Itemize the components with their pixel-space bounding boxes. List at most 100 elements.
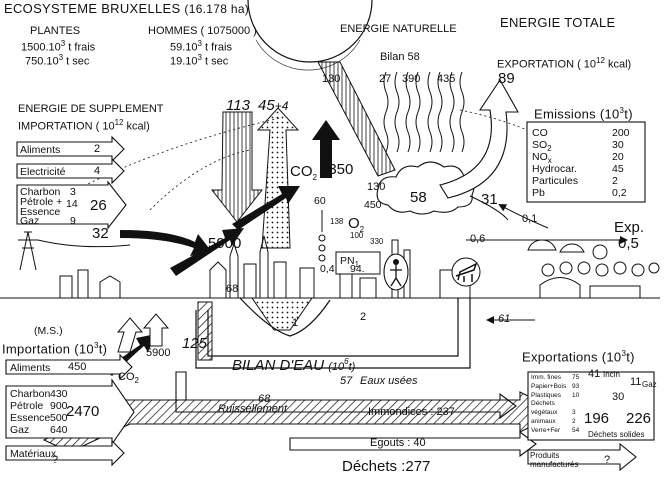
emission-row-value: 45 — [612, 163, 624, 175]
solar-beam — [317, 61, 396, 177]
mat-fuel-label: Charbon — [10, 388, 51, 400]
dechets-solides-label: Déchets solides — [588, 430, 645, 439]
pn-sub: 1 — [354, 260, 360, 270]
plantes-sec: 750.103 t sec — [25, 54, 89, 68]
emission-sub: 2 — [547, 144, 552, 154]
co2-label: CO2 — [290, 164, 317, 182]
export-row-label: Papier+Bois — [531, 382, 567, 390]
value-390: 390 — [402, 73, 421, 85]
plantes-frais-unit: t frais — [68, 41, 96, 54]
importation-kcal-title: IMPORTATION ( 1012 kcal) — [18, 119, 150, 133]
importation-t-title: Importation (103t) — [2, 342, 107, 356]
emission-row-label: SO2 — [532, 140, 552, 153]
o2-sub: 2 — [359, 225, 365, 234]
mat-fuel-label: Essence — [10, 412, 51, 424]
exportations-title-text: Exportations (10 — [522, 349, 622, 365]
export-row-label: végétaux — [531, 409, 558, 417]
o2-label: O2 — [348, 216, 364, 234]
emissions-title-exp: 3 — [619, 106, 625, 115]
mat-fuel-value: 900 — [50, 400, 68, 412]
value-100: 100 — [350, 231, 364, 240]
value-60: 60 — [314, 195, 326, 207]
emission-row-value: 2 — [612, 175, 618, 187]
up-arrows-material — [116, 313, 170, 353]
emission-row-label: NOx — [532, 152, 552, 165]
mat-fuel-total: 2470 — [66, 403, 100, 420]
exportations-title-unit: t) — [626, 349, 635, 365]
export-energy-arrow — [439, 78, 519, 199]
value-130-top: 130 — [322, 73, 341, 85]
importation-kcal-unit: kcal) — [126, 120, 150, 133]
plantes-frais-exp: 3 — [60, 39, 66, 48]
fuel-essence-label: Essence — [20, 206, 61, 218]
fuel-gaz-value: 9 — [70, 215, 76, 227]
ms-label: (M.S.) — [34, 325, 63, 337]
import-aliments-value: 2 — [94, 143, 101, 155]
energie-supplement-title: ENERGIE DE SUPPLEMENT — [18, 103, 164, 115]
co2-text: CO — [290, 163, 313, 180]
emission-row-value: 20 — [612, 151, 624, 163]
sun-icon — [247, 0, 373, 71]
produits-q: ? — [604, 454, 611, 466]
value-89: 89 — [498, 70, 515, 87]
export-row-label: Déchets — [531, 400, 555, 408]
ruissellement-label: Ruissellement — [218, 403, 288, 415]
value-435: 435 — [437, 73, 456, 85]
hommes-sec-exp: 3 — [197, 53, 202, 62]
export-row-label: Verre+Fer — [531, 426, 561, 434]
mat-fuel-value: 640 — [50, 424, 68, 436]
value-61: 61 — [498, 313, 511, 325]
import-aliments-label: Aliments — [20, 144, 61, 156]
mat-fuel-label: Gaz — [10, 424, 30, 436]
value-125: 125 — [182, 335, 208, 352]
emissions-box — [526, 121, 646, 203]
value-330: 330 — [370, 237, 384, 246]
ecosystem-area: (16.178 ha) — [184, 2, 250, 16]
bilan-eau-exp: 6 — [344, 357, 349, 366]
wavy-flux-arrows — [383, 71, 465, 153]
value-138: 138 — [330, 217, 344, 226]
hommes-frais: 59.103 t frais — [170, 40, 232, 54]
plantes-label: PLANTES — [30, 25, 81, 37]
export-boxes — [527, 371, 655, 472]
value-68: 68 — [226, 283, 239, 295]
bilan-eau-unit2: t) — [348, 361, 356, 373]
value-41: 41 — [588, 368, 601, 380]
fuel-charbon-value: 3 — [70, 186, 76, 198]
fuel-gaz-label: Gaz — [20, 215, 40, 227]
emission-name: Particules — [532, 175, 579, 187]
value-11: 11 — [630, 376, 642, 388]
export-row-label: animaux — [531, 418, 556, 425]
value-94: 94. — [350, 263, 365, 275]
export-row-value: 93 — [572, 382, 580, 390]
plantes-sec-unit: t sec — [66, 55, 90, 68]
exportation-kcal-title: EXPORTATION ( 1012 kcal) — [497, 57, 631, 71]
fuel-petrole-label: Pétrole + — [20, 196, 63, 208]
eaux-usees-label: Eaux usées — [360, 375, 418, 387]
value-226: 226 — [626, 410, 652, 427]
energie-naturelle-title: ENERGIE NATURELLE — [340, 23, 457, 35]
arrow-113 — [210, 111, 264, 223]
emission-row-label: Pb — [532, 188, 545, 199]
value-45: 45+4 — [258, 98, 288, 113]
exportation-kcal-exp: 12 — [596, 56, 605, 65]
emissions-title: Emissions (103t) — [534, 106, 633, 121]
emission-name: CO — [532, 127, 548, 139]
export-row-value: 10 — [572, 391, 580, 399]
emission-sub: x — [547, 156, 552, 166]
emission-name: SO — [532, 139, 548, 151]
emission-name: Pb — [532, 187, 545, 199]
arrow-01 — [498, 204, 549, 229]
emission-row-value: 200 — [612, 127, 630, 139]
material-import-arrows — [5, 353, 135, 467]
manufactures-label: manufacturés — [530, 460, 579, 469]
mat-fuel-value: 430 — [50, 388, 68, 400]
bilan-eau-text: BILAN D'EAU — [232, 357, 325, 374]
pylon-icon — [18, 231, 131, 271]
emission-row-value: 30 — [612, 139, 624, 151]
value-5900-mid: 5900 — [208, 235, 242, 252]
o2-text: O — [348, 215, 360, 232]
export-row-value: 2 — [572, 418, 576, 425]
mat-fuel-value: 500 — [50, 412, 68, 424]
